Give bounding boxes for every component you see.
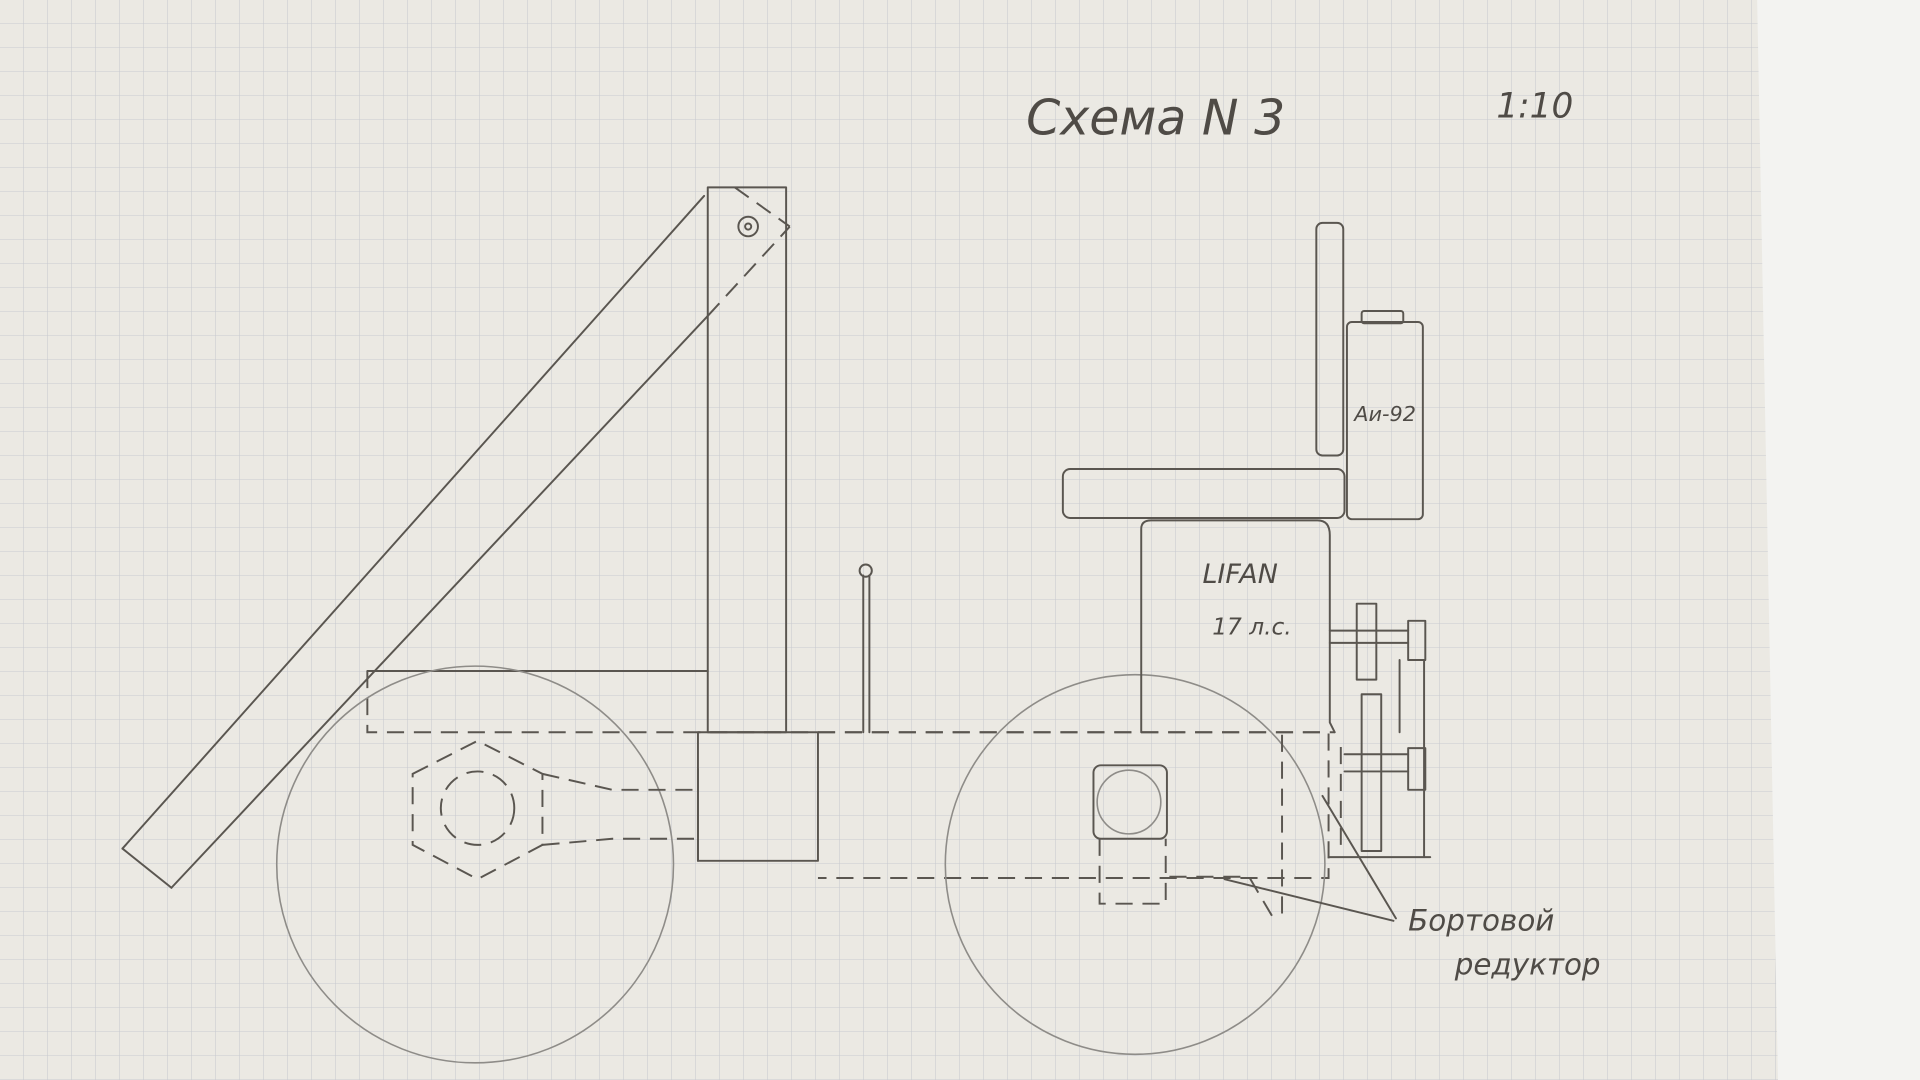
scale-label: 1:10 <box>1496 87 1573 127</box>
grid-paper <box>0 0 1778 1080</box>
pivot-icon <box>737 215 759 238</box>
frame <box>366 670 1432 879</box>
engine-block <box>1140 519 1336 734</box>
seat-back <box>1315 221 1345 457</box>
final-drive-gearbox <box>1223 602 1427 922</box>
gearbox-label-line2: редуктор <box>1454 948 1601 982</box>
gearbox-label-line1: Бортовой <box>1408 904 1554 938</box>
diagram-title: Схема N 3 <box>1026 90 1285 147</box>
rear-wheel <box>275 665 675 1064</box>
fuel-label: Аи-92 <box>1352 402 1416 426</box>
fuel-cap <box>1360 310 1405 325</box>
front-hub <box>1092 764 1168 840</box>
front-wheel <box>944 673 1326 1056</box>
control-lever <box>862 574 871 734</box>
fuel-tank <box>1345 321 1424 521</box>
engine-brand-label: LIFAN <box>1202 559 1277 590</box>
engine-power-label: 17 л.с. <box>1212 613 1291 640</box>
tipper-arm <box>121 186 791 889</box>
seat <box>1061 468 1346 519</box>
